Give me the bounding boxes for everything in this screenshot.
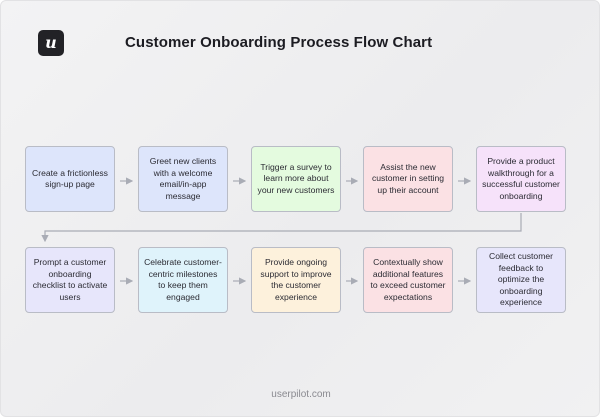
userpilot-logo: u [38, 30, 64, 56]
step-5-label: Provide a product walkthrough for a succ… [482, 156, 560, 201]
step-7-box: Celebrate customer-centric milestones to… [138, 247, 228, 313]
step-10-box: Collect customer feedback to optimize th… [476, 247, 566, 313]
step-2-box: Greet new clients with a welcome email/i… [138, 146, 228, 212]
page-title: Customer Onboarding Process Flow Chart [125, 34, 433, 51]
step-1-label: Create a frictionless sign-up page [32, 167, 108, 190]
step-4-box: Assist the new customer in setting up th… [363, 146, 453, 212]
step-5-box: Provide a product walkthrough for a succ… [476, 146, 566, 212]
step-9-label: Contextually show additional features to… [370, 257, 446, 302]
step-6-label: Prompt a customer onboarding checklist t… [32, 257, 108, 302]
step-1-box: Create a frictionless sign-up page [25, 146, 115, 212]
step-3-box: Trigger a survey to learn more about you… [251, 146, 341, 212]
step-9-box: Contextually show additional features to… [363, 247, 453, 313]
step-8-box: Provide ongoing support to improve the c… [251, 247, 341, 313]
step-10-label: Collect customer feedback to optimize th… [489, 251, 553, 308]
step-6-box: Prompt a customer onboarding checklist t… [25, 247, 115, 313]
step-2-label: Greet new clients with a welcome email/i… [149, 156, 217, 201]
footer-credit: userpilot.com [271, 389, 331, 400]
arrow-5-6 [41, 213, 522, 243]
step-4-label: Assist the new customer in setting up th… [371, 161, 445, 195]
step-8-label: Provide ongoing support to improve the c… [260, 257, 332, 302]
step-7-label: Celebrate customer-centric milestones to… [144, 257, 222, 302]
step-3-label: Trigger a survey to learn more about you… [257, 161, 335, 195]
